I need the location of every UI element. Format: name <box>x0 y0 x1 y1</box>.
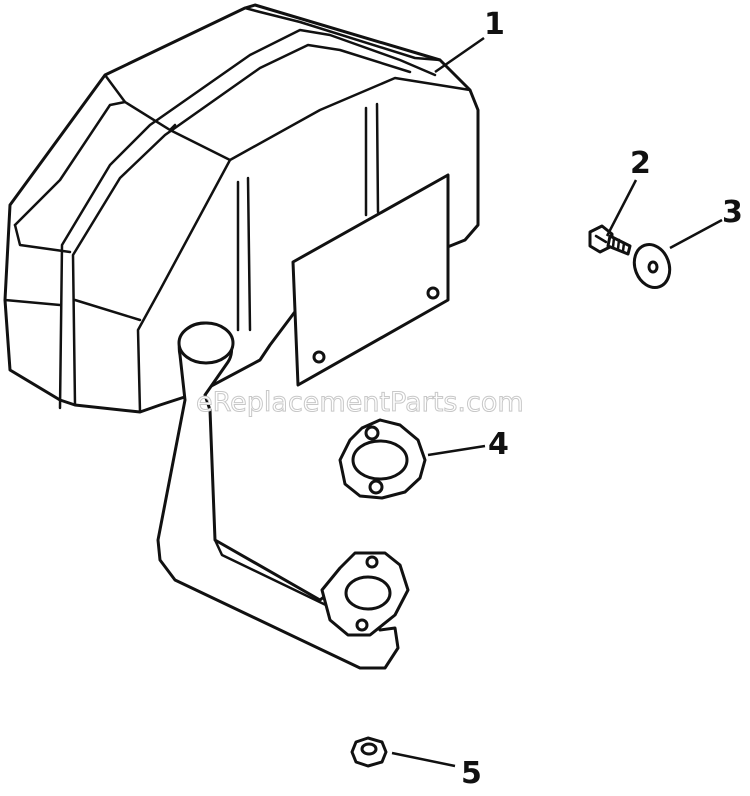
callout-number-2: 2 <box>630 146 651 181</box>
callout-number-3: 3 <box>722 195 743 230</box>
leader-line-3 <box>669 218 723 250</box>
callout-number-4: 4 <box>488 427 509 462</box>
screw[interactable] <box>588 224 632 256</box>
leader-line-4 <box>427 444 486 457</box>
watermark-text: eReplacementParts.com <box>196 387 524 418</box>
leader-line-2 <box>605 179 638 237</box>
nut[interactable] <box>350 736 388 768</box>
callout-number-1: 1 <box>484 7 505 42</box>
washer[interactable] <box>629 240 676 293</box>
leader-line-1 <box>434 36 485 74</box>
gasket[interactable] <box>338 418 427 500</box>
callout-number-5: 5 <box>461 756 482 791</box>
leader-line-5 <box>391 751 456 768</box>
muffler[interactable] <box>3 3 480 670</box>
